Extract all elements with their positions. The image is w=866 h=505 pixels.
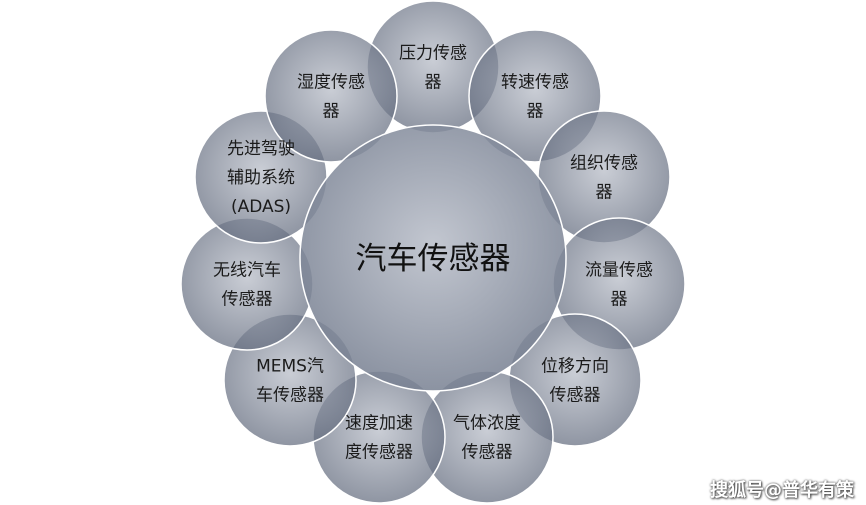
sensor-node-label-line: 传感器 <box>462 443 513 463</box>
sensor-node-label-line: 器 <box>425 73 442 93</box>
sensor-node-label-line: 传感器 <box>222 290 273 310</box>
outer-label-layer: 压力传感器转速传感器组织传感器流量传感器位移方向传感器气体浓度传感器速度加速度传… <box>213 44 653 463</box>
sensor-node-label-line: 组织传感 <box>570 154 638 174</box>
sensor-node-label-line: 传感器 <box>550 386 601 406</box>
center-node: 汽车传感器 <box>299 124 567 392</box>
sensor-node-label-line: 辅助系统 <box>227 168 295 188</box>
center-label: 汽车传感器 <box>356 241 511 277</box>
outer-circle-layer <box>180 0 686 504</box>
center-circle <box>299 124 567 392</box>
sensor-node-label-line: 车传感器 <box>256 386 324 406</box>
sensor-node-label-9: 无线汽车传感器 <box>213 261 281 310</box>
sensor-node-label-line: 先进驾驶 <box>227 139 295 159</box>
sensor-node-label-line: (ADAS) <box>231 197 291 217</box>
sensor-node-label-line: 器 <box>323 102 340 122</box>
sensor-node-label-line: 器 <box>527 102 544 122</box>
sensor-node-label-line: 器 <box>596 183 613 203</box>
sensor-node-label-line: 度传感器 <box>345 443 413 463</box>
sensor-node-label-3: 组织传感器 <box>570 154 638 203</box>
sensor-node-label-line: MEMS汽 <box>256 357 324 377</box>
sensor-node-label-5: 位移方向传感器 <box>541 357 609 406</box>
sensor-node-label-4: 流量传感器 <box>585 261 653 310</box>
sensor-node-label-line: 转速传感 <box>501 73 569 93</box>
watermark: 搜狐号@普华有策 <box>710 480 854 501</box>
sensor-node-label-1: 压力传感器 <box>399 44 467 93</box>
sensor-node-label-7: 速度加速度传感器 <box>345 414 413 463</box>
sensor-node-label-2: 转速传感器 <box>501 73 569 122</box>
sensor-node-circle-11 <box>264 29 398 163</box>
sensor-node-label-8: MEMS汽车传感器 <box>256 357 324 406</box>
sensor-node-label-11: 湿度传感器 <box>297 73 365 122</box>
sensor-node-label-line: 湿度传感 <box>297 73 365 93</box>
sensor-node-label-10: 先进驾驶辅助系统 (ADAS) <box>227 139 295 217</box>
sensor-node-label-line: 位移方向 <box>541 357 609 377</box>
sensor-node-label-line: 速度加速 <box>345 414 413 434</box>
sensor-node-label-line: 器 <box>611 290 628 310</box>
sensor-node-label-line: 无线汽车 <box>213 261 281 281</box>
sensor-node-label-line: 流量传感 <box>585 261 653 281</box>
sensor-node-label-6: 气体浓度传感器 <box>453 414 521 463</box>
sensor-node-label-line: 气体浓度 <box>453 414 521 434</box>
sensor-node-label-line: 压力传感 <box>399 44 467 64</box>
